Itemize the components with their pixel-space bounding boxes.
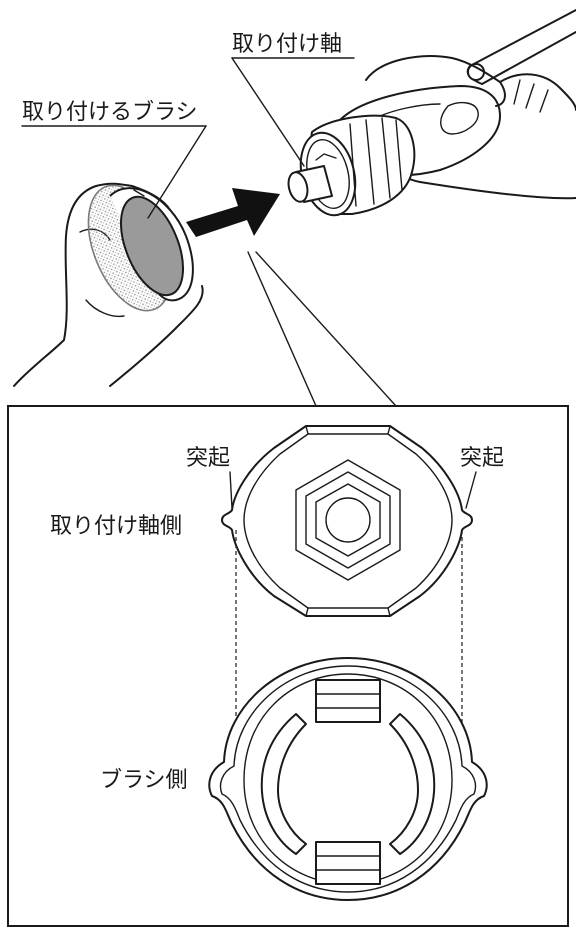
- shaft-side-label: 取り付け軸側: [50, 514, 182, 539]
- slot-arc-right: [389, 713, 436, 855]
- callout-line-left: [247, 251, 317, 407]
- slot-arc-left: [260, 713, 307, 855]
- protrusion-leader-right: [465, 471, 477, 509]
- hex-outer: [295, 459, 401, 581]
- key-block-bottom: [315, 841, 381, 885]
- protrusion-label-right: 突起: [460, 446, 504, 471]
- brush-side-view: [208, 657, 488, 901]
- insertion-arrow-icon: [186, 188, 280, 237]
- brush-side-outer: [208, 657, 488, 901]
- brush-being-attached: [87, 184, 194, 312]
- callout-line-right: [255, 251, 397, 407]
- brush-label-leader: [147, 125, 207, 219]
- protrusion-label-left: 突起: [186, 446, 230, 471]
- mounting-shaft-leader: [231, 57, 305, 167]
- shaft-bore: [325, 497, 371, 543]
- brush-side-label: ブラシ側: [100, 768, 188, 793]
- shaft-side-view: [221, 425, 473, 617]
- brush-face: [120, 195, 184, 297]
- mounting-shaft: [287, 153, 337, 203]
- hex-inner: [315, 483, 381, 557]
- top-illustration: 取り付け軸 取り付けるブラシ: [13, 9, 576, 387]
- protrusion-leader-left: [229, 471, 233, 509]
- brush-to-attach-label: 取り付けるブラシ: [22, 100, 198, 125]
- mounting-shaft-label: 取り付け軸: [232, 32, 342, 57]
- key-block-top: [315, 679, 381, 723]
